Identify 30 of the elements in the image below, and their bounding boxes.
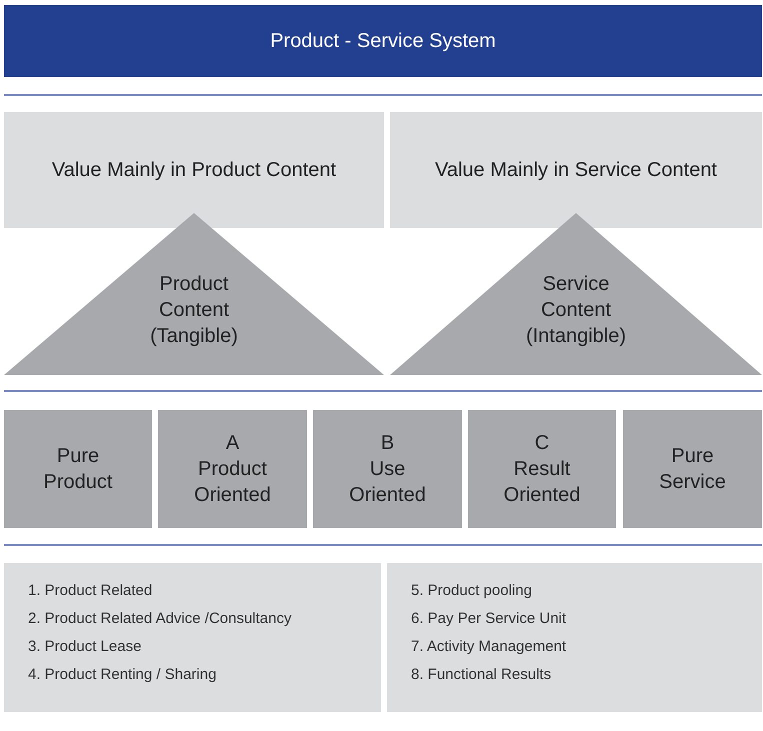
category-letter: C <box>534 431 550 456</box>
list-item: 7. Activity Management <box>411 637 568 657</box>
list-item: 8. Functional Results <box>411 665 552 685</box>
category-box <box>158 410 307 528</box>
category-box <box>468 410 616 528</box>
list-item: 1. Product Related <box>28 581 154 601</box>
box-label: Value Mainly in Product Content <box>52 158 336 183</box>
list-item: 2. Product Related Advice /Consultancy <box>28 609 292 629</box>
triangle-label: Product Content (Tangible) <box>149 272 239 349</box>
value-box <box>390 112 762 228</box>
list-item: 5. Product pooling <box>411 581 533 601</box>
box-label: Pure Service <box>658 444 727 495</box>
box-label: Pure Product <box>42 444 114 495</box>
title-text: Product - Service System <box>270 30 496 52</box>
box-label: Product Oriented <box>193 457 272 508</box>
list-item: 4. Product Renting / Sharing <box>28 665 218 685</box>
triangle-label: Service Content (Intangible) <box>524 272 628 349</box>
category-box <box>313 410 462 528</box>
category-letter: A <box>226 431 240 456</box>
category-box <box>623 410 762 528</box>
list-item: 6. Pay Per Service Unit <box>411 609 568 629</box>
box-label: Use Oriented <box>348 457 427 508</box>
list-panel <box>4 563 381 712</box>
category-letter: B <box>380 431 394 456</box>
value-box <box>4 112 384 228</box>
list-item: 3. Product Lease <box>28 637 142 657</box>
box-label: Value Mainly in Service Content <box>435 158 717 183</box>
category-box <box>4 410 152 528</box>
box-label: Result Oriented <box>502 457 582 508</box>
list-panel <box>387 563 762 712</box>
